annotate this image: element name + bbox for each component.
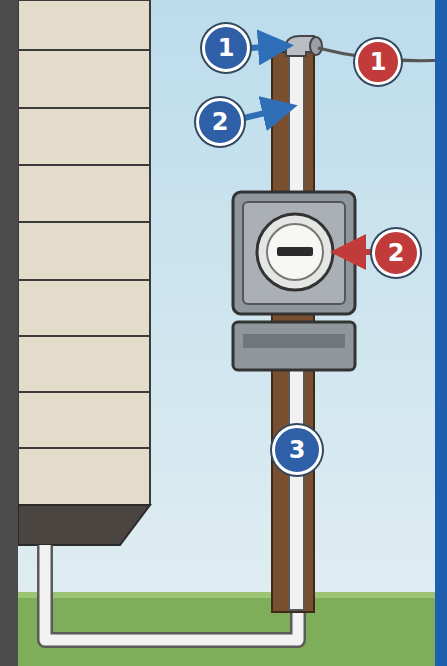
callout-number: 3 <box>272 425 322 475</box>
meter-dial <box>267 224 323 280</box>
leader-arrow <box>342 249 372 255</box>
callout-number: 1 <box>355 39 401 85</box>
disconnect-handle <box>243 334 345 348</box>
mast-conduit <box>289 52 304 194</box>
conduit <box>45 372 298 640</box>
frame-right <box>435 0 447 666</box>
leader-arrow <box>250 46 282 48</box>
callout-number: 1 <box>202 24 250 72</box>
callout-number: 2 <box>372 229 420 277</box>
grass-edge <box>0 592 447 598</box>
meter-glass <box>257 214 333 290</box>
disconnect-box <box>233 322 355 370</box>
callout-number: 2 <box>196 98 244 146</box>
weatherhead-cap <box>310 37 322 55</box>
house-siding <box>18 0 150 545</box>
leader-arrow <box>244 108 286 118</box>
meter-base <box>233 192 355 314</box>
lower-conduit <box>289 370 304 610</box>
meter-base-face <box>243 202 345 304</box>
meter-slot <box>277 247 313 256</box>
grass <box>0 592 447 666</box>
frame-left <box>0 0 18 666</box>
conduit-outline <box>45 372 298 640</box>
